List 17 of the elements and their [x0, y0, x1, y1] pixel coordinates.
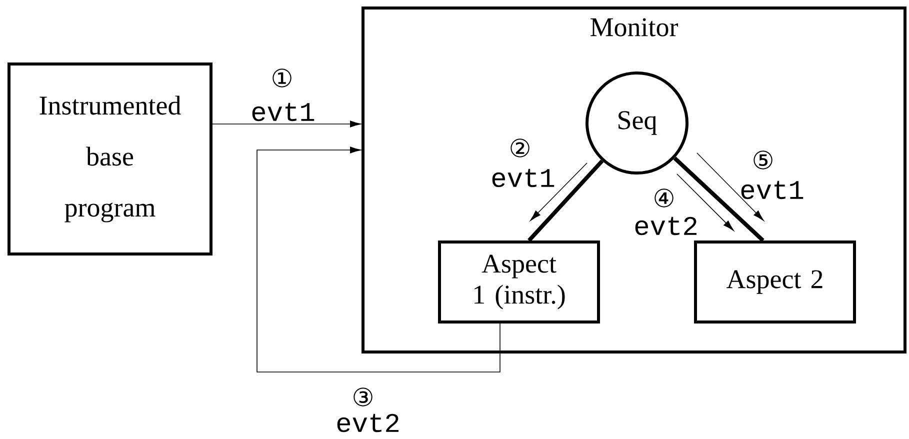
event-label: evt1: [492, 168, 554, 188]
step-number: ④: [654, 188, 674, 208]
aspect-box: Aspect 2: [694, 240, 856, 324]
step-number: ⑤: [754, 150, 772, 170]
arrow: [212, 120, 362, 128]
step-number: ②: [510, 138, 530, 158]
event-label: evt1: [741, 180, 804, 200]
step-number: ③: [354, 388, 372, 406]
event-label: evt2: [635, 216, 696, 236]
program-box: Instrumented base program: [8, 62, 212, 256]
edge-label: evt2: [334, 412, 402, 434]
aspect-box: Aspect 1 (instr.): [438, 240, 600, 324]
edge-label: evt1: [250, 102, 316, 122]
arrow: [256, 146, 500, 372]
step-number: ①: [272, 68, 292, 88]
connector: [528, 160, 604, 242]
connector: [673, 156, 764, 242]
